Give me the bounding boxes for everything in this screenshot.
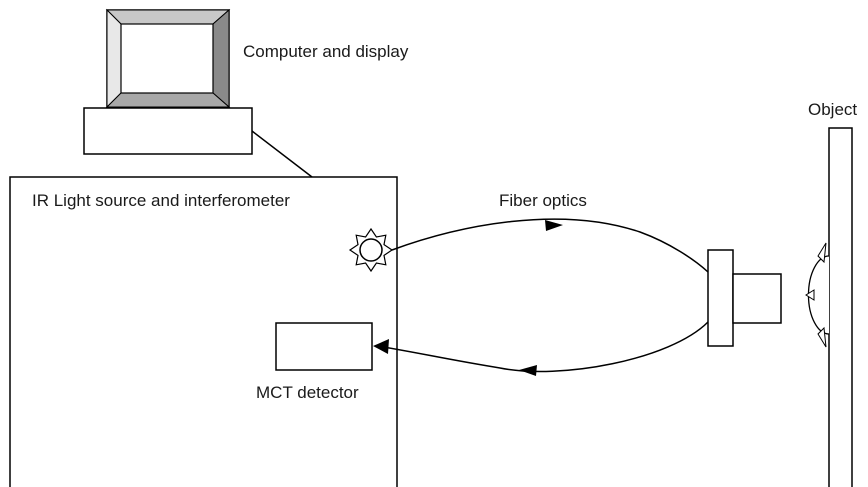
light-source-icon <box>348 227 394 273</box>
fiber-out-path <box>391 218 709 273</box>
mct-detector <box>275 322 373 371</box>
fiber-out-arrow <box>545 220 563 231</box>
fiber-return-arrow <box>519 365 537 376</box>
reflection-icon <box>805 242 830 348</box>
computer-label: Computer and display <box>243 42 409 61</box>
computer-cable <box>251 130 313 178</box>
probe-flange <box>707 249 734 347</box>
ir-source-label: IR Light source and interferometer <box>32 191 290 210</box>
probe-tip <box>732 273 782 324</box>
computer-base <box>83 107 253 155</box>
ir-source-box <box>9 176 398 487</box>
object-plate <box>828 127 853 487</box>
detector-arrow <box>373 339 389 354</box>
fiber-optics-label: Fiber optics <box>499 191 587 210</box>
computer-monitor <box>105 8 231 109</box>
object-label: Object <box>808 100 858 119</box>
mct-detector-label: MCT detector <box>256 383 359 402</box>
fiber-return-path <box>376 321 709 373</box>
